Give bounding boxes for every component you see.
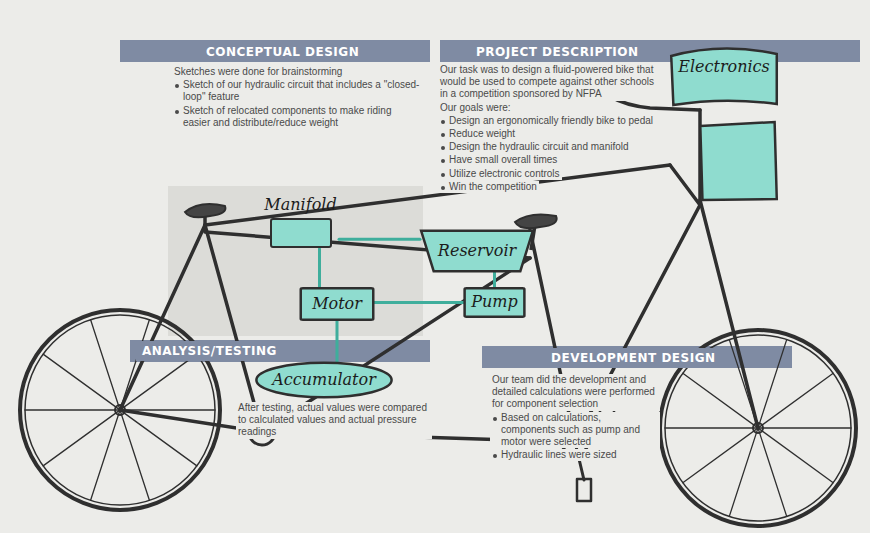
poster-text: Design an ergonomically friendly bike to…: [449, 115, 653, 126]
component-box: Motor: [300, 288, 374, 320]
component-box: Accumulator: [255, 362, 393, 398]
poster-text: After testing, actual values were compar…: [238, 402, 427, 437]
section-header: CONCEPTUAL DESIGN: [200, 42, 365, 62]
bike-frame: [120, 72, 758, 442]
header-band: [440, 40, 860, 62]
component-label: Manifold: [264, 196, 336, 214]
bullet-item: Have small overall times: [438, 154, 559, 166]
manifold-block: [270, 218, 332, 248]
hydraulic-line: [336, 320, 339, 362]
section-header: DEVELOPMENT DESIGN: [545, 348, 722, 368]
component-box: Reservoir: [420, 230, 534, 272]
component-box: Manifold: [262, 196, 339, 248]
poster-text: Our team did the development and detaile…: [492, 374, 655, 409]
section-header: PROJECT DESCRIPTION: [470, 42, 645, 62]
poster-text: Our goals were:: [440, 102, 511, 113]
bullet-item: Hydraulic lines were sized: [490, 449, 619, 461]
poster-text-column: After testing, actual values were compar…: [236, 402, 432, 440]
bullet-dot: [441, 146, 445, 150]
front-saddle: [515, 214, 557, 228]
bullet-dot: [493, 454, 497, 458]
poster-text: Hydraulic lines were sized: [501, 449, 617, 460]
component-label: Accumulator: [272, 371, 376, 389]
poster-text: Our goals were:: [438, 102, 513, 114]
hydraulic-line: [374, 301, 464, 304]
component-box: Electronics: [668, 42, 780, 202]
seat-post: [203, 216, 207, 232]
poster-text: Sketches were done for brainstorming: [174, 66, 342, 77]
component-label: Pump: [471, 293, 517, 311]
pedal: [577, 479, 591, 501]
rear-saddle: [185, 204, 225, 217]
component-box: Pump: [464, 288, 525, 317]
bullet-dot: [441, 120, 445, 124]
bullet-item: Sketch of relocated components to make r…: [172, 105, 422, 129]
bullet-item: Design an ergonomically friendly bike to…: [438, 115, 655, 127]
bullet-item: Based on calculations, components such a…: [490, 412, 660, 449]
poster-text: Win the competition: [449, 181, 537, 192]
poster-text: Utilize electronic controls: [449, 168, 560, 179]
hydraulic-line: [339, 238, 420, 241]
bullet-item: Reduce weight: [438, 128, 517, 140]
poster-text: Sketches were done for brainstorming: [172, 66, 344, 78]
poster-text-column: Our team did the development and detaile…: [490, 374, 660, 462]
component-label: Electronics: [678, 58, 770, 76]
poster-text: Based on calculations, components such a…: [501, 412, 640, 447]
bullet-dot: [175, 110, 179, 114]
poster-text: After testing, actual values were compar…: [236, 402, 432, 439]
section-header: ANALYSIS/TESTING: [136, 341, 283, 361]
bullet-dot: [441, 133, 445, 137]
poster-text: Sketch of relocated components to make r…: [183, 105, 391, 128]
poster-text: Reduce weight: [449, 128, 515, 139]
poster-photo: [168, 186, 423, 336]
poster-text: Have small overall times: [449, 154, 557, 165]
poster-text-column: Sketches were done for brainstormingSket…: [172, 66, 422, 130]
bullet-dot: [441, 159, 445, 163]
poster-text: Our task was to design a fluid-powered b…: [438, 64, 664, 101]
bullet-dot: [175, 84, 179, 88]
header-band: [120, 40, 430, 62]
poster-text: Design the hydraulic circuit and manifol…: [449, 141, 629, 152]
bullet-item: Utilize electronic controls: [438, 168, 562, 180]
bullet-item: Win the competition: [438, 181, 539, 193]
component-label: Reservoir: [438, 242, 516, 260]
bullet-dot: [441, 173, 445, 177]
bullet-item: Design the hydraulic circuit and manifol…: [438, 141, 631, 153]
header-band: [482, 346, 792, 368]
hydraulic-line: [318, 248, 321, 288]
bullet-dot: [493, 417, 497, 421]
poster-text-column: Our task was to design a fluid-powered b…: [438, 64, 664, 194]
poster-text: Sketch of our hydraulic circuit that inc…: [183, 79, 419, 102]
hydraulic-line: [493, 272, 496, 288]
poster-text: Our task was to design a fluid-powered b…: [440, 64, 654, 99]
bullet-item: Sketch of our hydraulic circuit that inc…: [172, 79, 422, 103]
component-label: Motor: [312, 295, 362, 313]
bullet-dot: [441, 186, 445, 190]
poster-text: Our team did the development and detaile…: [490, 374, 660, 411]
